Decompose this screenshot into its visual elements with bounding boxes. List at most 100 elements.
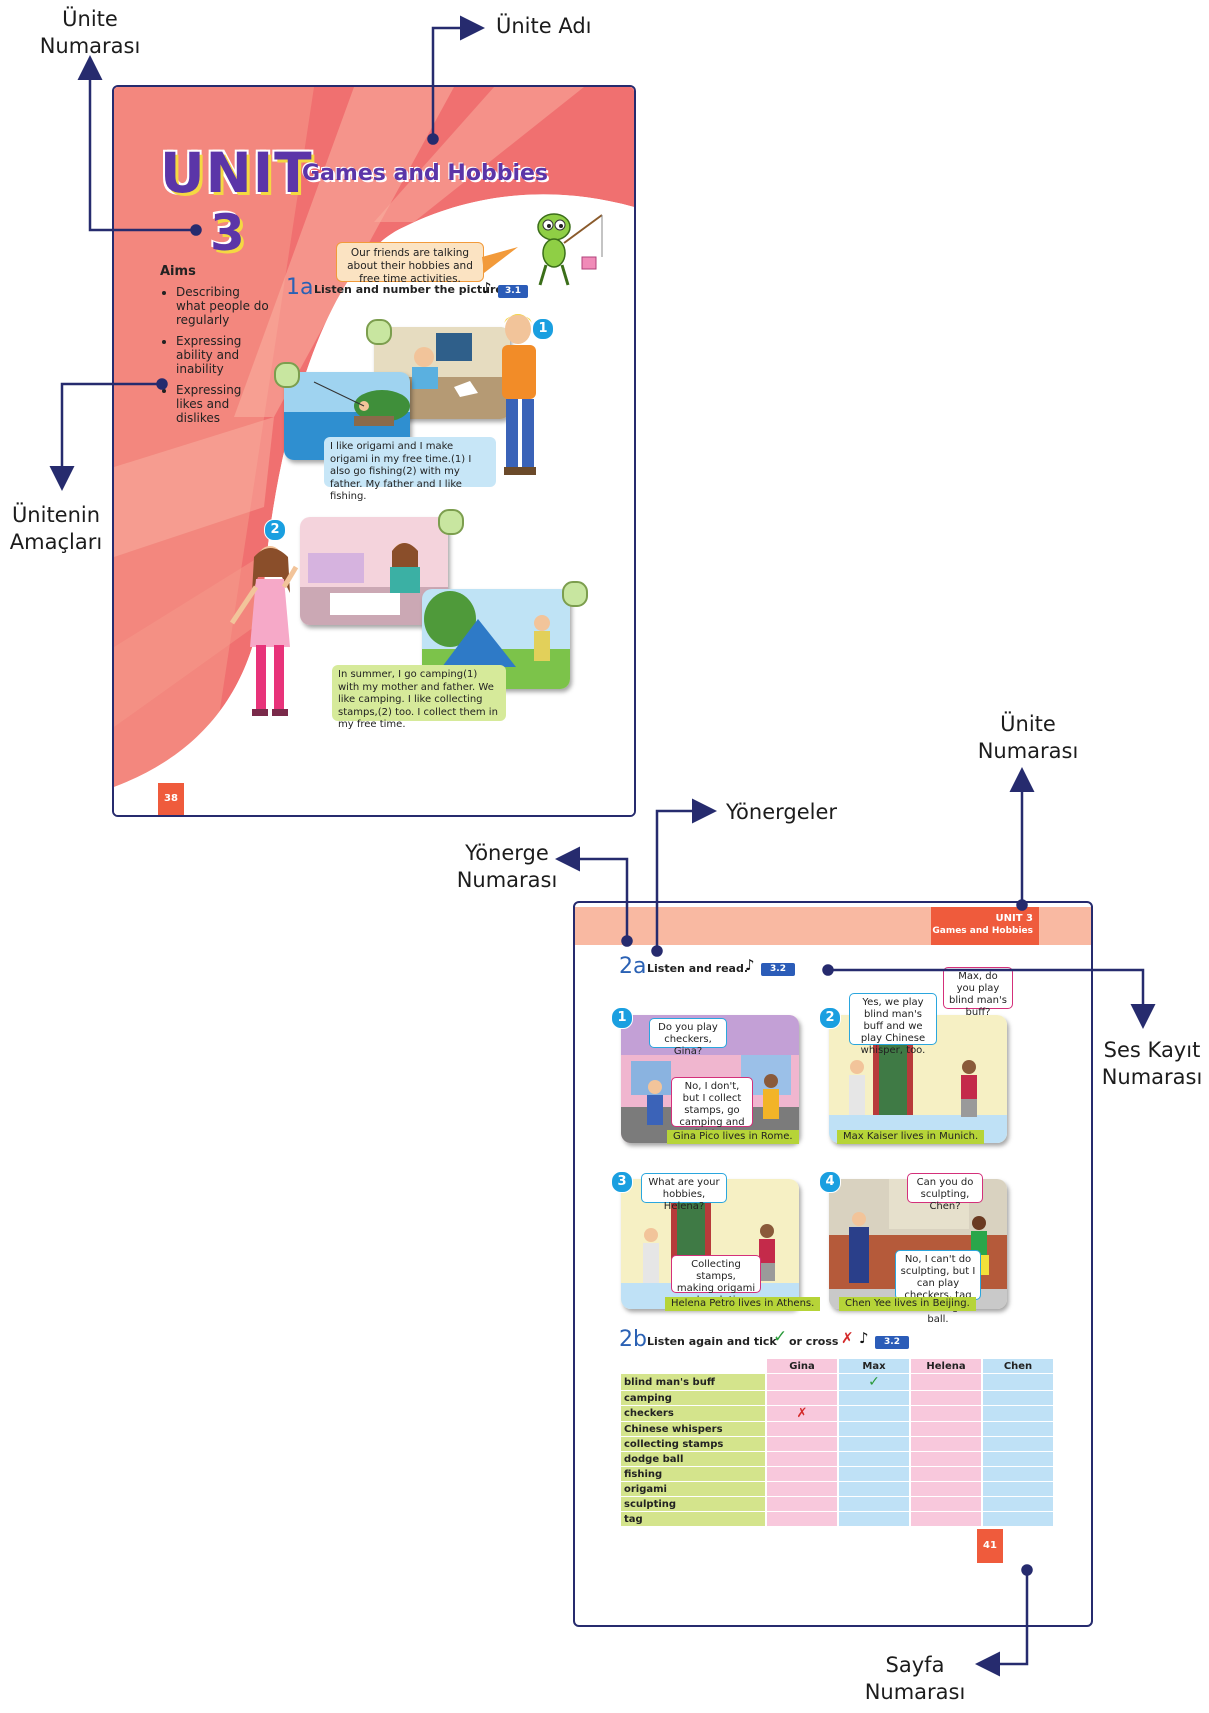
table-cell[interactable] (767, 1497, 837, 1511)
bubble-tail (482, 247, 518, 273)
aim-item: Expressing ability and inability (176, 334, 270, 376)
table-cell[interactable] (983, 1437, 1053, 1451)
table-cell[interactable] (839, 1437, 909, 1451)
aims-box: Aims Describing what people do regularly… (160, 264, 270, 432)
callout-unit-number-top: Ünite Numarası (39, 7, 141, 58)
answer-circle[interactable] (274, 362, 300, 388)
table-row: sculpting (621, 1497, 1053, 1511)
table-cell[interactable] (983, 1467, 1053, 1481)
callout-unit-number-right: Ünite Numarası (977, 712, 1079, 763)
panel1-question: Do you play checkers, Gina? (649, 1018, 727, 1057)
table-cell[interactable] (911, 1422, 981, 1436)
table-cell[interactable]: ✓ (839, 1374, 909, 1390)
aims-list: Describing what people do regularly Expr… (160, 285, 270, 425)
instruction-2b-text-b: or cross (789, 1335, 839, 1348)
table-header-helena: Helena (911, 1359, 981, 1373)
table-cell[interactable] (983, 1482, 1053, 1496)
callout-unit-name: Ünite Adı (496, 14, 592, 38)
table-row-label: Chinese whispers (621, 1422, 765, 1436)
unit-number: 3 (210, 204, 245, 262)
instruction-2b-text-a: Listen again and tick (647, 1335, 777, 1348)
music-note-icon: ♪ (745, 956, 755, 974)
table-cell[interactable] (911, 1391, 981, 1405)
table-cell[interactable] (839, 1406, 909, 1421)
table-cell[interactable] (839, 1497, 909, 1511)
answer-circle[interactable] (366, 319, 392, 345)
table-cell[interactable] (839, 1512, 909, 1526)
table-cell[interactable] (839, 1467, 909, 1481)
header-unit: UNIT 3 (995, 913, 1033, 924)
table-row: tag (621, 1512, 1053, 1526)
table-cell[interactable] (911, 1452, 981, 1466)
panel3-caption: Helena Petro lives in Athens. (665, 1297, 821, 1311)
table-row: fishing (621, 1467, 1053, 1481)
table-cell[interactable] (911, 1497, 981, 1511)
table-cell[interactable] (839, 1452, 909, 1466)
table-cell[interactable] (911, 1512, 981, 1526)
tick-table: Gina Max Helena Chen blind man's buff✓ca… (619, 1358, 1055, 1527)
picture-number-2: 2 (264, 519, 286, 541)
table-cell[interactable] (767, 1374, 837, 1390)
table-cell[interactable]: ✗ (767, 1406, 837, 1421)
picture-camping (422, 589, 570, 689)
table-cell[interactable] (983, 1406, 1053, 1421)
table-cell[interactable] (767, 1467, 837, 1481)
table-cell[interactable] (839, 1482, 909, 1496)
camping-scene-icon (422, 589, 570, 689)
audio-badge-2b: 3.2 (875, 1336, 909, 1349)
table-row-label: checkers (621, 1406, 765, 1421)
instruction-2a-number: 2a (619, 954, 647, 979)
tick-grid: Gina Max Helena Chen blind man's buff✓ca… (619, 1358, 1055, 1527)
audio-badge: 3.1 (498, 285, 528, 298)
panel2-question: Max, do you play blind man's buff? (943, 967, 1013, 1018)
table-cell[interactable] (911, 1482, 981, 1496)
callout-instruction-number: Yönerge Numarası (456, 841, 558, 892)
table-row-label: sculpting (621, 1497, 765, 1511)
table-cell[interactable] (839, 1422, 909, 1436)
music-note-icon: ♪ (482, 279, 492, 297)
panel3-answer: Collecting stamps, making origami and sc… (671, 1255, 761, 1306)
panel-number-3: 3 (611, 1171, 633, 1193)
table-cell[interactable] (983, 1391, 1053, 1405)
table-cell[interactable] (911, 1467, 981, 1481)
table-cell[interactable] (983, 1452, 1053, 1466)
table-cell[interactable] (983, 1374, 1053, 1390)
table-cell[interactable] (767, 1482, 837, 1496)
picture2-text: In summer, I go camping(1) with my mothe… (332, 665, 506, 730)
page-number-38: 38 (158, 783, 184, 815)
aim-item: Expressing likes and dislikes (176, 383, 270, 425)
table-cell[interactable] (839, 1391, 909, 1405)
intro-bubble: Our friends are talking about their hobb… (336, 242, 484, 285)
activity-page: UNIT 3 Games and Hobbies 2a Listen and r… (573, 901, 1093, 1627)
table-cell[interactable] (767, 1452, 837, 1466)
table-header-max: Max (839, 1359, 909, 1373)
header-title: Games and Hobbies (932, 926, 1033, 936)
unit-header-box: UNIT 3 Games and Hobbies (931, 907, 1039, 945)
table-cell[interactable] (767, 1422, 837, 1436)
unit-title: Games and Hobbies (302, 161, 548, 186)
table-cell[interactable] (767, 1391, 837, 1405)
table-cell[interactable] (983, 1497, 1053, 1511)
table-row-label: tag (621, 1512, 765, 1526)
instruction-text: Listen and number the pictures. (314, 283, 514, 296)
answer-circle[interactable] (562, 581, 588, 607)
table-cell[interactable] (983, 1512, 1053, 1526)
cross-icon: ✗ (841, 1329, 854, 1347)
table-cell[interactable] (911, 1374, 981, 1390)
answer-circle[interactable] (438, 509, 464, 535)
table-cell[interactable] (767, 1437, 837, 1451)
panel4-question: Can you do sculpting, Chen? (907, 1173, 983, 1212)
table-cell[interactable] (983, 1422, 1053, 1436)
table-header-chen: Chen (983, 1359, 1053, 1373)
panel4-caption: Chen Yee lives in Beijing. (839, 1297, 976, 1311)
table-cell[interactable] (911, 1406, 981, 1421)
page-number-41: 41 (977, 1529, 1003, 1563)
table-row-label: fishing (621, 1467, 765, 1481)
cross-mark-icon: ✗ (796, 1406, 808, 1421)
table-row-label: dodge ball (621, 1452, 765, 1466)
table-cell[interactable] (911, 1437, 981, 1451)
panel-number-1: 1 (611, 1007, 633, 1029)
boy-illustration (502, 314, 536, 475)
panel4-answer: No, I can't do sculpting, but I can play… (895, 1250, 981, 1325)
table-cell[interactable] (767, 1512, 837, 1526)
